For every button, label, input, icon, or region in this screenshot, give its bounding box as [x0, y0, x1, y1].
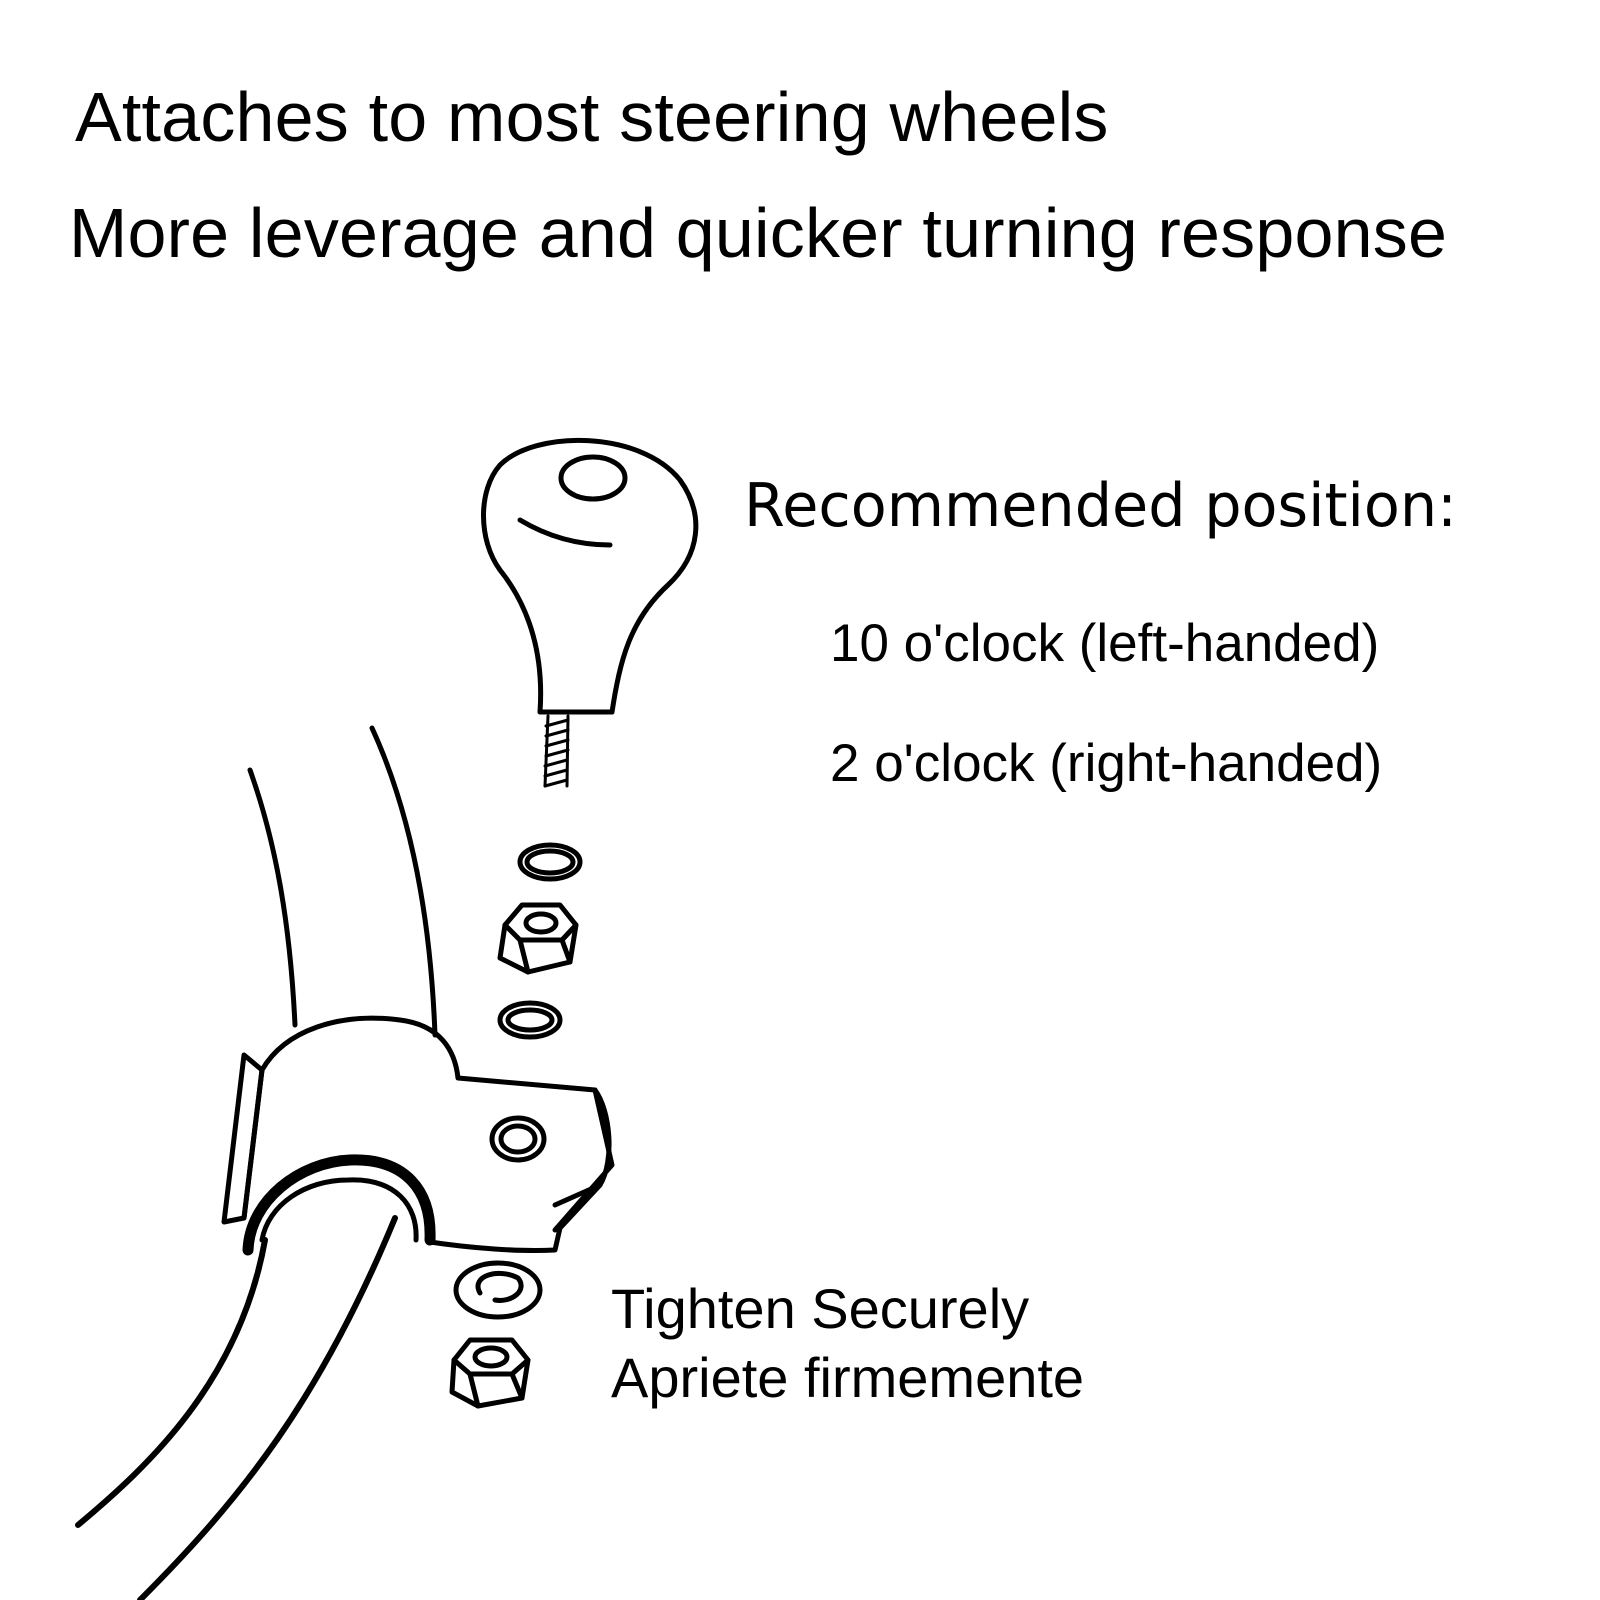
- tighten-instruction-en: Tighten Securely: [611, 1277, 1030, 1340]
- recommended-position-heading: Recommended position:: [744, 471, 1457, 541]
- headline-attaches: Attaches to most steering wheels: [75, 78, 1109, 156]
- clamp-bracket: [224, 1018, 612, 1250]
- position-right-handed: 2 o'clock (right-handed): [830, 734, 1383, 793]
- knob: [484, 440, 696, 712]
- middle-washer: [500, 1003, 560, 1037]
- headline-leverage: More leverage and quicker turning respon…: [69, 194, 1448, 272]
- threaded-stud: [545, 716, 568, 786]
- steering-wheel-rim: [78, 728, 435, 1600]
- lock-washer: [456, 1263, 540, 1317]
- upper-washer: [520, 845, 580, 879]
- tighten-instruction-es: Apriete firmemente: [611, 1346, 1085, 1409]
- lower-hex-nut: [452, 1340, 528, 1406]
- position-left-handed: 10 o'clock (left-handed): [830, 614, 1380, 673]
- upper-hex-nut: [500, 905, 576, 972]
